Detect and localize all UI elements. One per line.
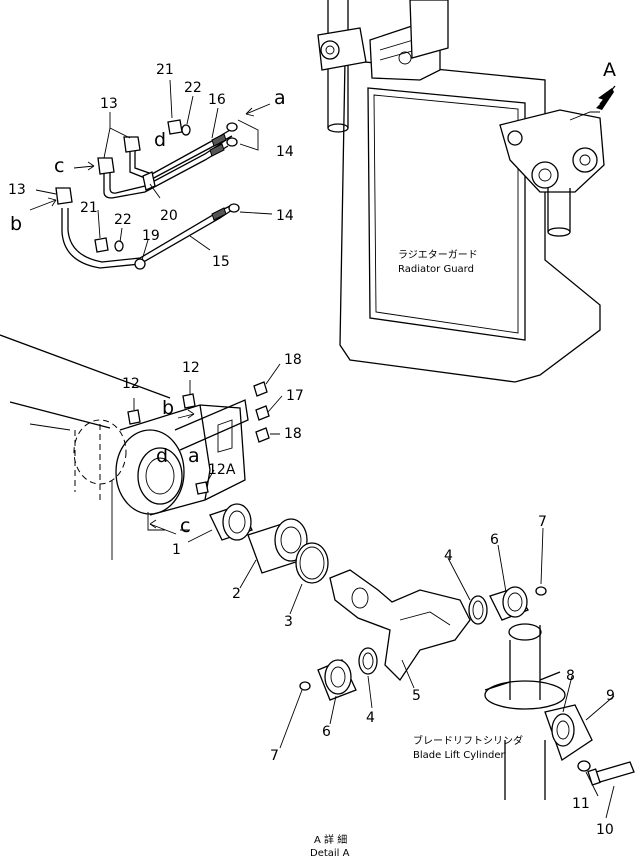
label-18-top: 18 <box>284 352 302 368</box>
leaders-lower <box>187 527 615 819</box>
label-19: 19 <box>142 228 160 244</box>
cylinder <box>484 623 635 800</box>
label-18-bottom: 18 <box>284 426 302 442</box>
label-6-bottom: 6 <box>322 724 331 740</box>
label-13-left: 13 <box>8 182 26 198</box>
detail-caption-en: Detail A <box>310 848 350 859</box>
letter-c-mid: c <box>180 515 190 537</box>
label-9: 9 <box>606 688 615 704</box>
label-11: 11 <box>572 796 590 812</box>
right-bracket <box>499 109 605 237</box>
letter-d-top: d <box>154 129 166 151</box>
label-6-top: 6 <box>490 532 499 548</box>
label-20: 20 <box>160 208 178 224</box>
label-12-right: 12 <box>182 360 200 376</box>
label-15: 15 <box>212 254 230 270</box>
label-7-top: 7 <box>538 514 547 530</box>
radiator-caption-jp: ラジエターガード <box>398 249 478 261</box>
label-8: 8 <box>566 668 575 684</box>
label-12A: 12A <box>208 462 236 478</box>
letter-b-mid: b <box>162 397 174 419</box>
label-4-bottom: 4 <box>366 710 375 726</box>
frame-housing <box>0 334 283 560</box>
label-17: 17 <box>286 388 304 404</box>
letter-a-top: a <box>274 87 286 109</box>
cylinder-caption-jp: ブレードリフトシリンダ <box>413 734 523 747</box>
label-5: 5 <box>412 688 421 704</box>
label-22-bottom: 22 <box>114 212 132 228</box>
label-7-bottom: 7 <box>270 748 279 764</box>
bushing-chain <box>209 503 547 701</box>
letter-b-top: b <box>10 213 22 235</box>
label-10: 10 <box>596 822 614 838</box>
label-16: 16 <box>208 92 226 108</box>
arrow-label-A: A <box>603 59 616 81</box>
left-bracket <box>317 0 449 81</box>
letter-c-top: c <box>54 155 64 177</box>
letter-a-mid: a <box>188 445 200 467</box>
label-14-bottom: 14 <box>276 208 294 224</box>
detail-caption-jp: A 詳 細 <box>314 833 347 846</box>
label-21-top: 21 <box>156 62 174 78</box>
label-3: 3 <box>284 614 293 630</box>
label-13-top: 13 <box>100 96 118 112</box>
label-22-top: 22 <box>184 80 202 96</box>
leaders-top <box>29 79 273 261</box>
detail-a-arrow <box>596 85 616 110</box>
label-12-left: 12 <box>122 376 140 392</box>
label-4-top: 4 <box>444 548 453 564</box>
label-1: 1 <box>172 542 181 558</box>
cylinder-caption-en: Blade Lift Cylinder <box>413 750 506 761</box>
label-2: 2 <box>232 586 241 602</box>
label-14-top: 14 <box>276 144 294 160</box>
radiator-guard <box>317 0 616 383</box>
radiator-caption-en: Radiator Guard <box>398 264 474 275</box>
label-21-bottom: 21 <box>80 200 98 216</box>
letter-d-mid: d <box>156 445 168 467</box>
hose-assembly <box>55 119 240 270</box>
